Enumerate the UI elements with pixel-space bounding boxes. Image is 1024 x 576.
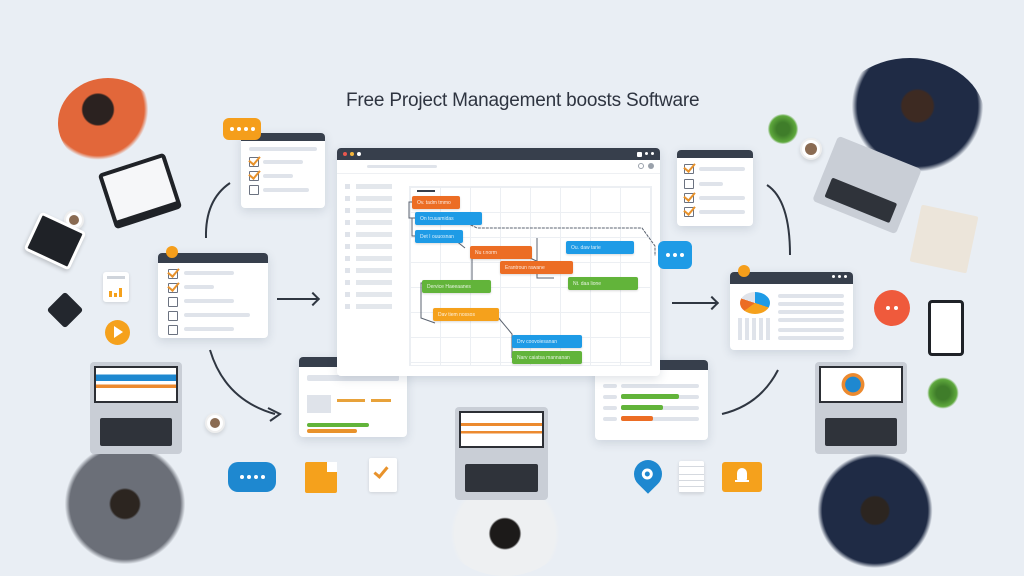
gantt-task-bar[interactable]: On tcuuamidas — [415, 212, 482, 225]
checkbox-unchecked[interactable] — [684, 179, 694, 189]
bar-chart-icon — [103, 272, 129, 302]
check-document-icon — [369, 458, 397, 492]
gantt-task-bar[interactable]: Dervice Haeeaanes — [422, 280, 491, 293]
gantt-task-bar[interactable]: Narv caiatsa mannanan — [512, 351, 582, 364]
window-titlebar — [337, 148, 660, 160]
minimize-dot[interactable] — [350, 152, 354, 156]
gantt-task-bar[interactable]: Ou. daw tarie — [566, 241, 634, 254]
gantt-task-bar[interactable]: Nu r.norm — [470, 246, 532, 259]
gantt-task-bar[interactable]: Drv coovoiesanan — [512, 335, 582, 348]
dependency-lines — [408, 201, 656, 358]
checkbox-unchecked[interactable] — [168, 311, 178, 321]
person-bottom-left — [55, 445, 195, 576]
maximize-dot[interactable] — [357, 152, 361, 156]
checkbox-checked[interactable] — [249, 171, 259, 181]
checklist-card-top-right — [677, 150, 753, 226]
chat-bubble-icon — [228, 462, 276, 492]
window-toolbar — [337, 160, 660, 174]
gantt-task-bar[interactable]: Ov. tadm tmmo — [412, 196, 460, 209]
report-card-right — [730, 272, 853, 350]
person-top-left — [58, 78, 158, 168]
progress-bar-orange — [621, 416, 653, 421]
checkbox-unchecked[interactable] — [168, 325, 178, 335]
gantt-task-bar[interactable]: Dav tiem nossos — [433, 308, 499, 321]
laptop-bottom-left — [90, 362, 182, 454]
chat-bubble-icon — [223, 118, 261, 140]
arrow-right-icon — [672, 302, 716, 304]
checkbox-checked[interactable] — [168, 283, 178, 293]
progress-bar-green — [621, 394, 679, 399]
play-icon[interactable] — [105, 320, 130, 345]
gantt-task-bar[interactable]: Det I ouuosnan — [415, 230, 463, 243]
checkbox-checked[interactable] — [684, 164, 694, 174]
progress-bar-orange — [307, 429, 357, 433]
progress-bar-green — [621, 405, 663, 410]
search-icon[interactable] — [638, 163, 644, 169]
checkbox-checked[interactable] — [684, 207, 694, 217]
plant — [767, 114, 799, 144]
coffee-cup — [800, 138, 822, 160]
laptop-bottom-center — [455, 407, 548, 500]
checkbox-unchecked[interactable] — [249, 185, 259, 195]
checkbox-checked[interactable] — [168, 269, 178, 279]
pen-holder — [46, 291, 84, 329]
chat-bubble-icon — [874, 290, 910, 326]
checkbox-checked[interactable] — [249, 157, 259, 167]
arrow-right-icon — [277, 298, 317, 300]
checklist-card-top-left — [241, 133, 325, 208]
gear-icon[interactable] — [648, 163, 654, 169]
location-pin-icon — [628, 454, 668, 494]
laptop-bottom-right — [815, 362, 907, 454]
person-bottom-right — [805, 445, 945, 576]
checklist-card-left — [158, 253, 268, 338]
gantt-task-bar[interactable]: Nt. daa lione — [568, 277, 638, 290]
notification-dot — [738, 265, 750, 277]
tablet-device — [928, 300, 964, 356]
checkbox-checked[interactable] — [684, 193, 694, 203]
clipboard-icon — [679, 461, 704, 493]
close-dot[interactable] — [343, 152, 347, 156]
pie-chart-icon — [740, 292, 770, 314]
coffee-cup — [205, 413, 225, 433]
page-title: Free Project Management boosts Software — [346, 90, 700, 111]
notification-dot — [166, 246, 178, 258]
gantt-window: Ov. tadm tmmo On tcuuamidas Det I ouuosn… — [337, 148, 660, 376]
chat-bubble-icon — [658, 241, 692, 269]
gantt-task-bar[interactable]: Erantroun rawane — [500, 261, 573, 274]
image-placeholder — [307, 395, 331, 413]
folder-icon — [305, 462, 337, 493]
notebook — [909, 204, 979, 274]
checkbox-unchecked[interactable] — [168, 297, 178, 307]
search-input[interactable] — [367, 165, 437, 168]
bell-notification-icon — [722, 462, 762, 492]
plant — [927, 377, 959, 409]
progress-bar-green — [307, 423, 369, 427]
